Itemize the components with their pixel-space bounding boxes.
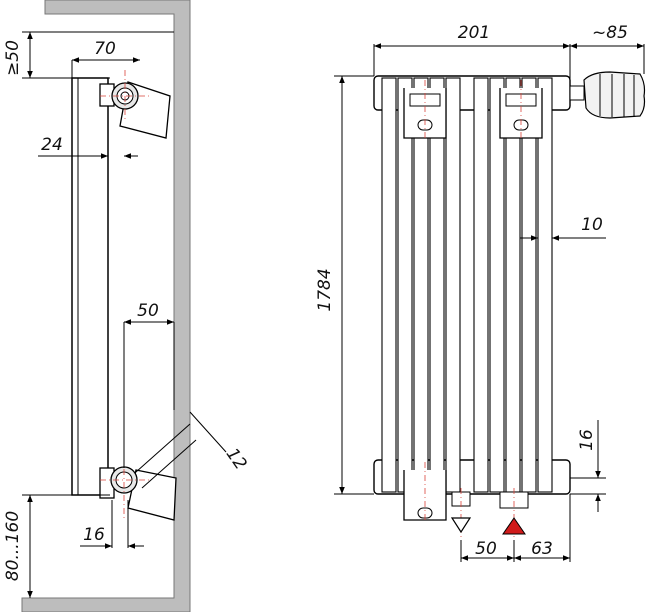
dim-bottom-header: 16 — [577, 429, 597, 451]
dim-lower-offset: 50 — [137, 301, 159, 321]
wall — [21, 0, 191, 612]
dim-inlet-offset: 63 — [531, 539, 553, 559]
thermostatic-valve-icon — [569, 71, 646, 119]
dim-total-width: 201 — [458, 23, 490, 43]
inlet-arrow-icon — [502, 517, 526, 535]
top-bracket — [99, 70, 171, 139]
outlet-arrow-icon — [450, 517, 472, 534]
dim-floor-gap: 80...160 — [3, 511, 23, 581]
bottom-bracket — [99, 423, 197, 521]
dim-min-top-gap: ≥50 — [3, 40, 23, 76]
dim-outlet-offset: 50 — [475, 539, 497, 559]
dim-bracket-reach-top: 70 — [94, 39, 116, 59]
side-view: ≥50 70 24 50 12 16 80...160 — [3, 0, 250, 612]
dim-height: 1784 — [315, 268, 335, 311]
radiator-side-body — [71, 77, 109, 496]
front-bottom-fittings — [403, 462, 529, 540]
dim-wall-to-radiator: 24 — [41, 135, 63, 155]
dim-tube-spacing: 10 — [581, 215, 603, 235]
dim-angle-gap: 12 — [222, 445, 251, 474]
dim-bottom-reach: 16 — [83, 525, 105, 545]
front-view: 201 ~85 1784 10 16 50 63 — [315, 23, 646, 562]
dim-valve-length: ~85 — [592, 23, 628, 43]
tubes — [381, 77, 553, 493]
front-top-brackets — [403, 80, 543, 140]
